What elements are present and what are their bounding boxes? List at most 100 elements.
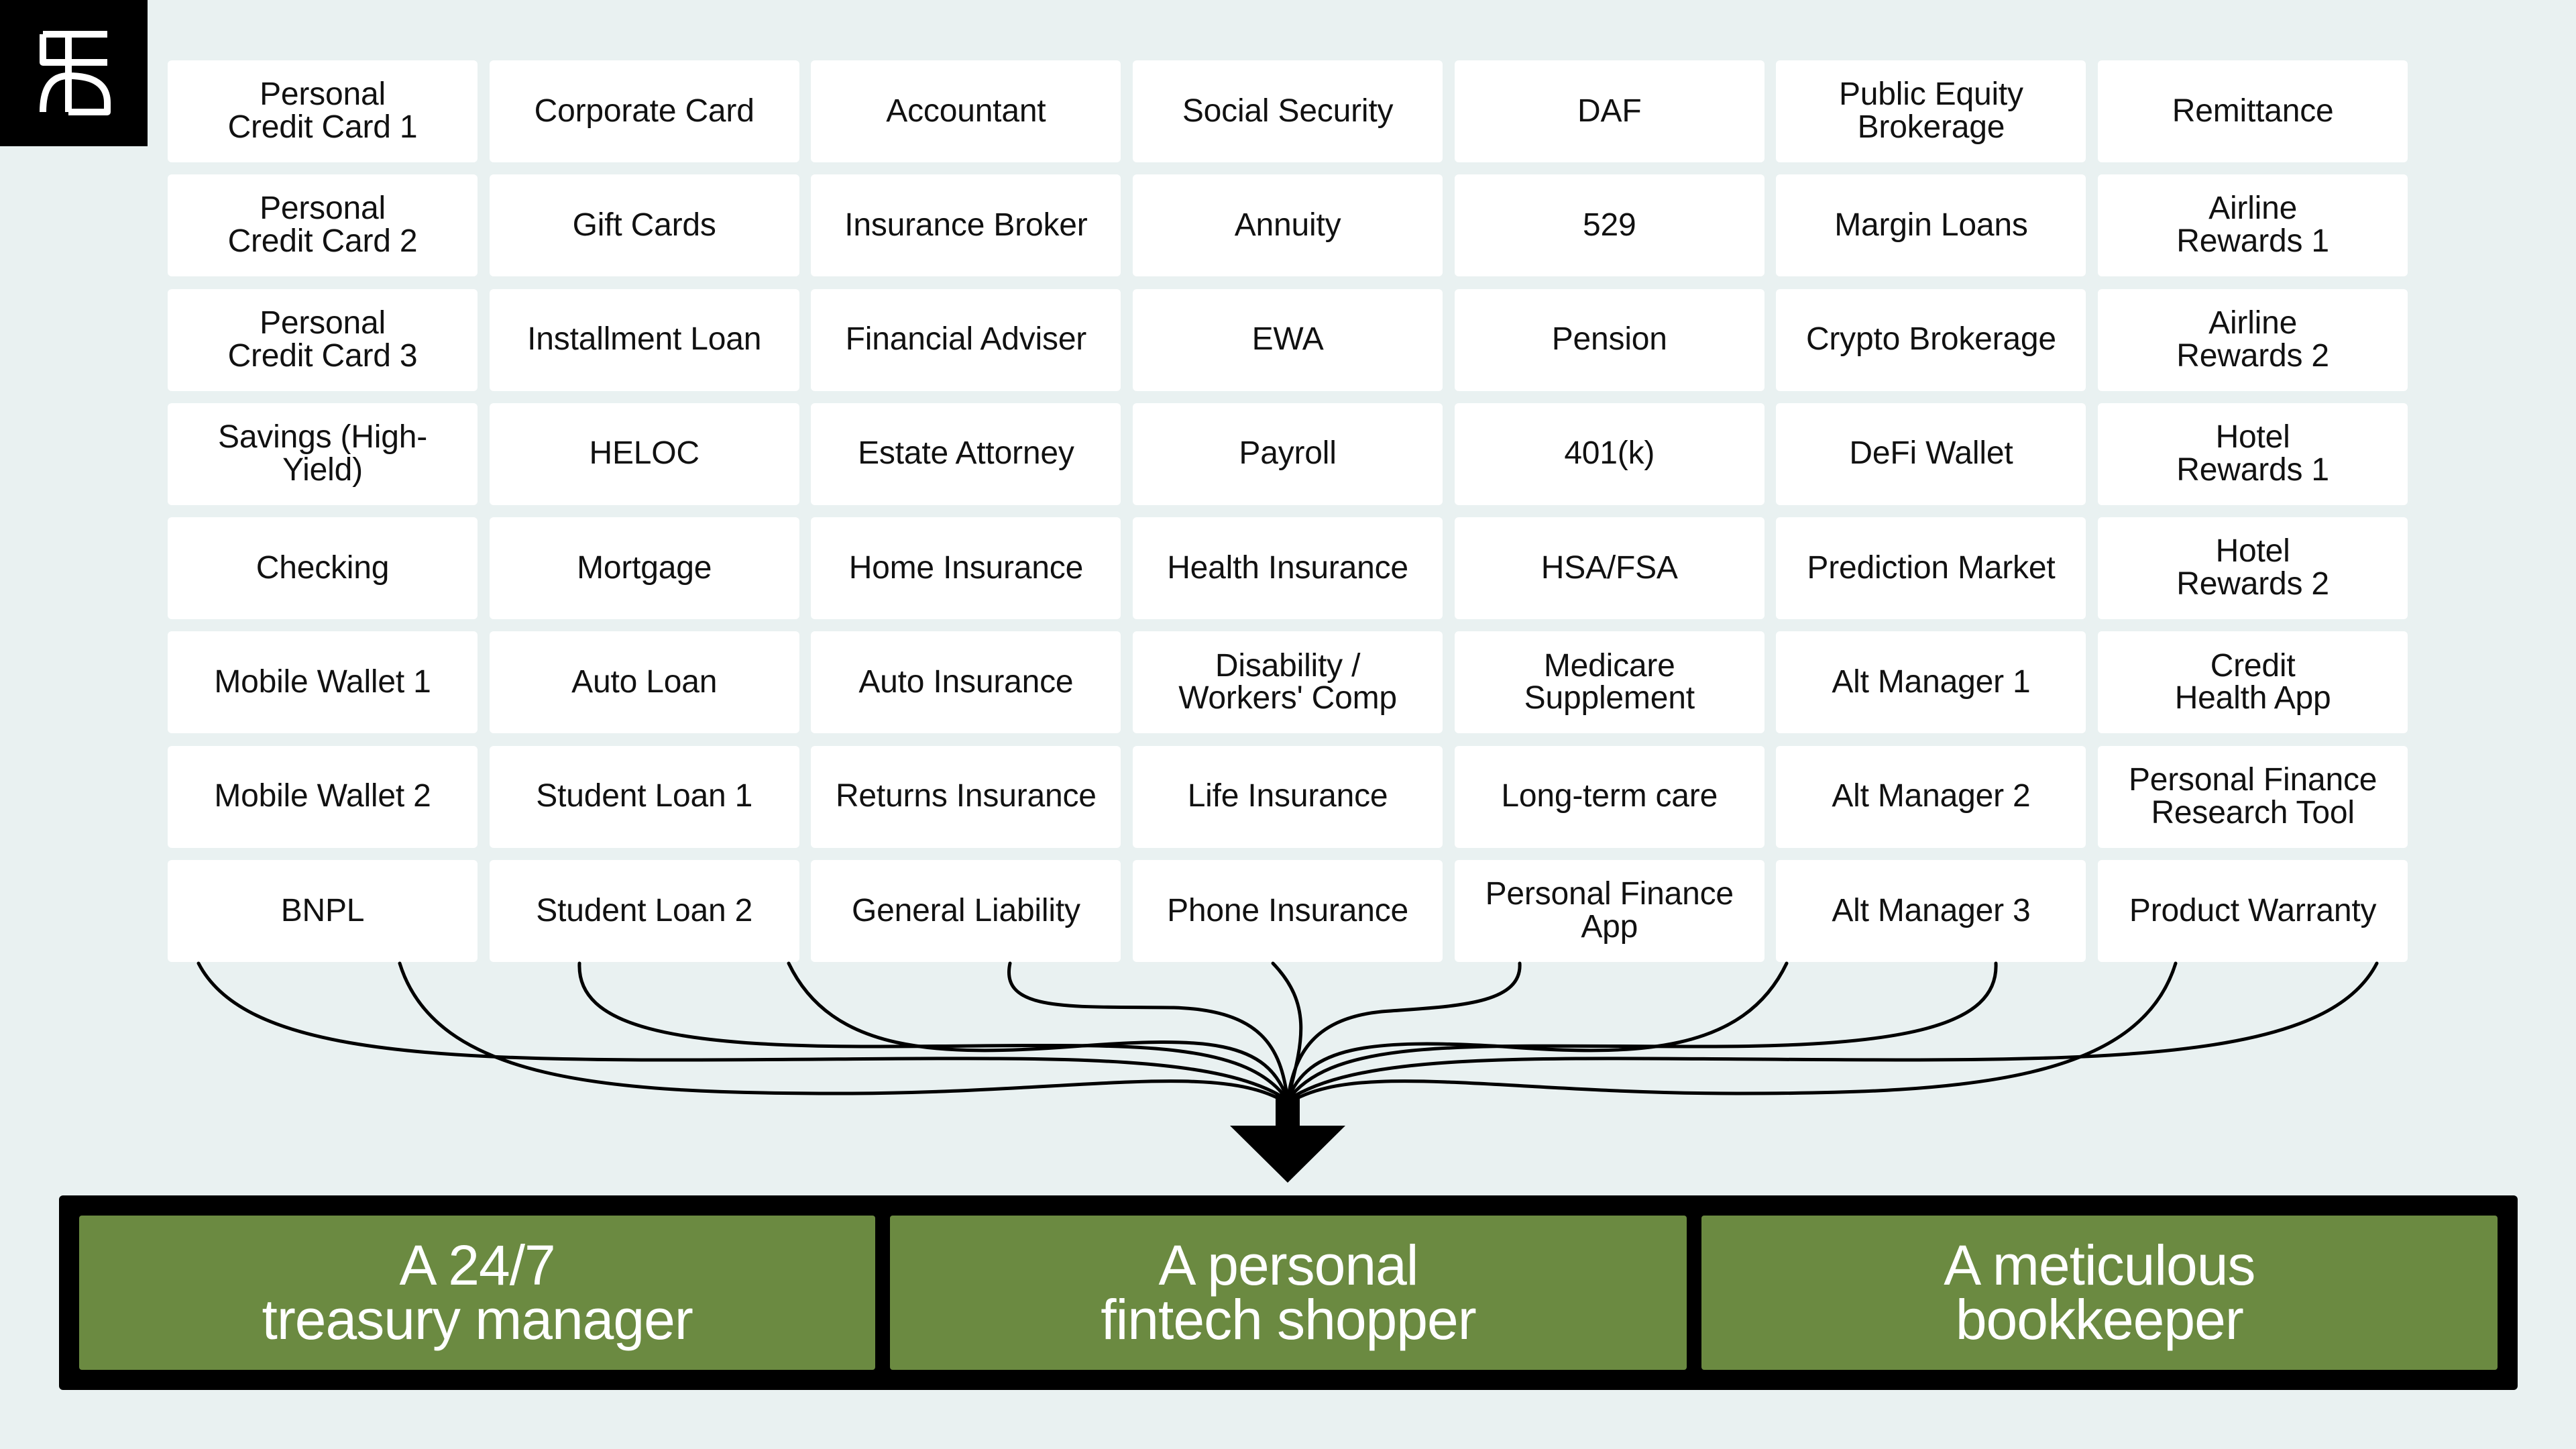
service-tile: Annuity <box>1133 174 1443 277</box>
role-label: A personal fintech shopper <box>1101 1234 1476 1351</box>
service-tile: Public Equity Brokerage <box>1776 60 2086 162</box>
service-tile: Credit Health App <box>2098 631 2408 734</box>
connector-line <box>398 961 1290 1106</box>
connector-line <box>1286 961 1789 1102</box>
service-label: Mobile Wallet 1 <box>214 664 431 700</box>
service-label: Airline Rewards 2 <box>2176 305 2329 374</box>
service-label: Gift Cards <box>572 207 716 243</box>
service-label: Annuity <box>1234 207 1341 243</box>
service-tile: Personal Finance App <box>1454 860 1765 963</box>
service-tile: Savings (High-Yield) <box>168 402 478 505</box>
service-tile: Airline Rewards 1 <box>2098 174 2408 277</box>
service-label: Hotel Rewards 1 <box>2176 419 2329 488</box>
roles-bar: A 24/7 treasury manager A personal finte… <box>59 1195 2518 1390</box>
service-tile: Prediction Market <box>1776 517 2086 620</box>
service-label: HELOC <box>589 435 699 472</box>
service-label: Auto Loan <box>571 664 718 700</box>
service-tile: Remittance <box>2098 60 2408 162</box>
service-tile: General Liability <box>811 860 1121 963</box>
service-tile: Estate Attorney <box>811 402 1121 505</box>
service-tile: Airline Rewards 2 <box>2098 288 2408 391</box>
service-tile: Disability / Workers' Comp <box>1133 631 1443 734</box>
service-label: Public Equity Brokerage <box>1838 76 2023 145</box>
service-tile: Long-term care <box>1454 745 1765 848</box>
service-label: Product Warranty <box>2129 892 2377 928</box>
service-label: Prediction Market <box>1807 549 2056 586</box>
service-tile: Financial Adviser <box>811 288 1121 391</box>
service-label: 529 <box>1583 207 1636 243</box>
service-label: Installment Loan <box>527 321 762 358</box>
service-tile: Gift Cards <box>489 174 799 277</box>
service-label: Social Security <box>1182 93 1394 129</box>
service-label: Checking <box>256 549 390 586</box>
service-label: Auto Insurance <box>858 664 1074 700</box>
service-label: Home Insurance <box>848 549 1084 586</box>
service-tile: Mobile Wallet 1 <box>168 631 478 734</box>
down-arrow-icon <box>1230 1126 1345 1183</box>
service-label: Personal Credit Card 2 <box>227 191 418 260</box>
service-tile: Life Insurance <box>1133 745 1443 848</box>
service-label: Savings (High-Yield) <box>218 419 427 488</box>
service-label: Financial Adviser <box>845 321 1087 358</box>
service-tile: 401(k) <box>1454 402 1765 505</box>
service-tile: Installment Loan <box>489 288 799 391</box>
service-tile: Social Security <box>1133 60 1443 162</box>
service-label: Phone Insurance <box>1167 892 1409 928</box>
service-label: Margin Loans <box>1834 207 2028 243</box>
service-label: HSA/FSA <box>1541 549 1678 586</box>
service-label: Alt Manager 3 <box>1832 892 2031 928</box>
service-label: Personal Finance Research Tool <box>2128 761 2377 830</box>
service-label: Alt Manager 1 <box>1832 664 2031 700</box>
service-label: DeFi Wallet <box>1849 435 2013 472</box>
service-label: Disability / Workers' Comp <box>1178 647 1397 716</box>
service-label: Long-term care <box>1501 778 1718 814</box>
service-label: DAF <box>1577 93 1642 129</box>
service-tile: Personal Credit Card 2 <box>168 174 478 277</box>
service-tile: HELOC <box>489 402 799 505</box>
service-tile: Insurance Broker <box>811 174 1121 277</box>
connector-line <box>1007 961 1290 1102</box>
role-label: A meticulous bookkeeper <box>1944 1234 2255 1351</box>
service-label: Corporate Card <box>534 93 754 129</box>
service-label: Crypto Brokerage <box>1805 321 2056 358</box>
service-label: Life Insurance <box>1187 778 1388 814</box>
service-label: Student Loan 1 <box>536 778 753 814</box>
fintech-services-grid: Personal Credit Card 1 Corporate Card Ac… <box>168 60 2408 963</box>
service-tile: Payroll <box>1133 402 1443 505</box>
service-label: Estate Attorney <box>858 435 1074 472</box>
service-tile: Product Warranty <box>2098 860 2408 963</box>
service-tile: Crypto Brokerage <box>1776 288 2086 391</box>
service-tile: Returns Insurance <box>811 745 1121 848</box>
connector-line <box>1271 961 1303 1102</box>
role-card: A personal fintech shopper <box>890 1216 1687 1370</box>
connector-line <box>1286 961 2379 1102</box>
service-label: Pension <box>1551 321 1667 358</box>
service-label: Personal Finance App <box>1485 876 1734 945</box>
service-tile: Personal Credit Card 3 <box>168 288 478 391</box>
service-label: Payroll <box>1239 435 1337 472</box>
role-label: A 24/7 treasury manager <box>262 1234 693 1351</box>
service-label: Hotel Rewards 2 <box>2176 533 2329 602</box>
service-tile: Alt Manager 2 <box>1776 745 2086 848</box>
service-tile: Pension <box>1454 288 1765 391</box>
service-tile: EWA <box>1133 288 1443 391</box>
service-tile: Accountant <box>811 60 1121 162</box>
service-tile: Alt Manager 3 <box>1776 860 2086 963</box>
service-label: Airline Rewards 1 <box>2176 191 2329 260</box>
service-label: Remittance <box>2172 93 2334 129</box>
service-label: Personal Credit Card 3 <box>227 305 418 374</box>
service-tile: DeFi Wallet <box>1776 402 2086 505</box>
service-tile: Personal Finance Research Tool <box>2098 745 2408 848</box>
service-tile: Hotel Rewards 2 <box>2098 517 2408 620</box>
service-label: Returns Insurance <box>835 778 1097 814</box>
service-tile: Margin Loans <box>1776 174 2086 277</box>
service-tile: Health Insurance <box>1133 517 1443 620</box>
service-label: Mortgage <box>577 549 712 586</box>
service-label: Alt Manager 2 <box>1832 778 2031 814</box>
service-tile: Medicare Supplement <box>1454 631 1765 734</box>
service-tile: Mobile Wallet 2 <box>168 745 478 848</box>
service-label: Accountant <box>886 93 1046 129</box>
connector-line <box>197 961 1290 1102</box>
service-label: BNPL <box>280 892 365 928</box>
